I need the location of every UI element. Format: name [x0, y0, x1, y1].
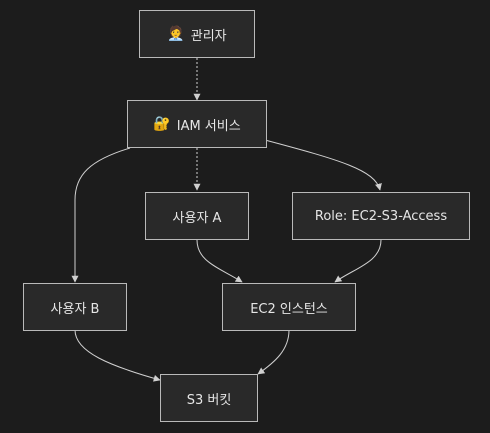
node-user-b[interactable]: 사용자 B [23, 283, 127, 331]
node-s3-label: S3 버킷 [186, 392, 232, 408]
node-user-b-label: 사용자 B [50, 301, 100, 317]
node-ec2-instance[interactable]: EC2 인스턴스 [222, 283, 356, 331]
node-user-a[interactable]: 사용자 A [145, 192, 249, 240]
node-iam-service[interactable]: 🔐 IAM 서비스 [127, 100, 267, 148]
node-admin[interactable]: 🧑‍💼 관리자 [139, 10, 255, 58]
node-ec2-label: EC2 인스턴스 [250, 301, 328, 317]
edge-iam-to-role [264, 139, 382, 191]
edge-user-a-to-ec2 [196, 239, 243, 283]
edge-role-to-ec2 [334, 239, 382, 283]
edge-ec2-to-s3 [257, 329, 290, 375]
lock-icon: 🔐 [153, 116, 171, 132]
node-s3-bucket[interactable]: S3 버킷 [160, 374, 258, 422]
node-role[interactable]: Role: EC2-S3-Access [292, 192, 470, 240]
edge-iam-to-user-b [71, 147, 131, 283]
node-iam-label: IAM 서비스 [176, 118, 241, 134]
edge-user-b-to-s3 [74, 329, 161, 382]
admin-icon: 🧑‍💼 [167, 26, 185, 42]
node-user-a-label: 사용자 A [172, 210, 222, 226]
node-role-label: Role: EC2-S3-Access [314, 208, 448, 224]
node-admin-label: 관리자 [190, 28, 227, 44]
